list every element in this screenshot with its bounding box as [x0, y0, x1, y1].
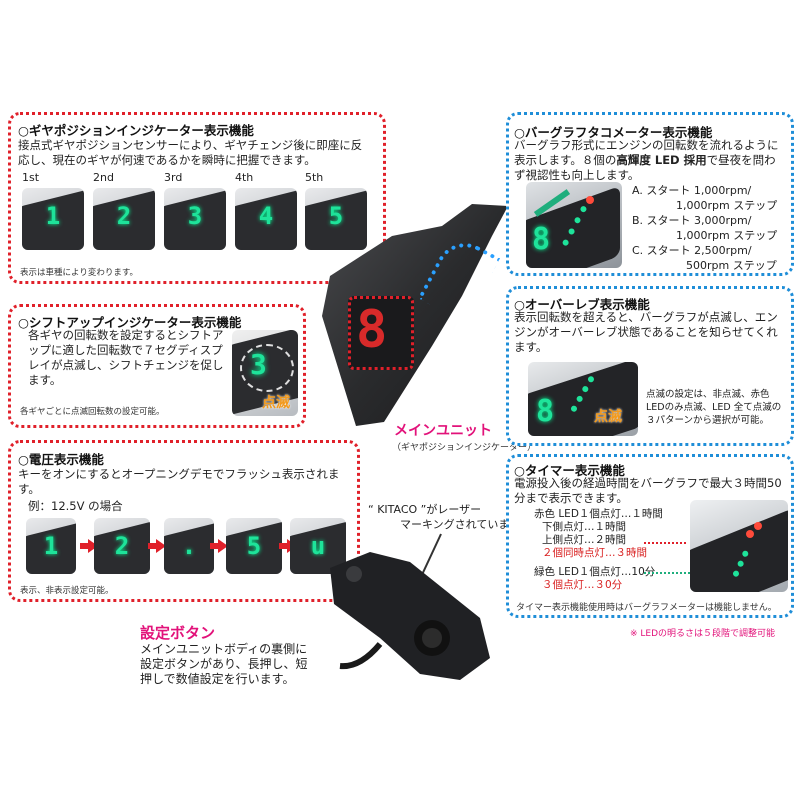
bracket-shape — [330, 552, 490, 680]
volt-arrow-3 — [210, 539, 228, 553]
gear-digit-1: 1 — [45, 202, 61, 230]
over-rev-note: 点滅の設定は、非点滅、赤色LEDのみ点滅、LED 全て点滅の３パターンから選択が… — [646, 389, 782, 426]
gear-digit-5: 5 — [328, 202, 344, 230]
volt-digit-2: 2 — [114, 532, 130, 560]
voltage-example: 例：12.5V の場合 — [28, 499, 123, 513]
volt-thumb-3: . — [164, 518, 214, 574]
gear-thumb-1: 1 — [22, 188, 84, 250]
bar-graph-item-c1: C. スタート 2,500rpm/ — [632, 244, 752, 257]
gear-thumb-5: 5 — [305, 188, 367, 250]
volt-digit-4: 5 — [246, 532, 262, 560]
bar-graph-item-b2: 1,000rpm ステップ — [676, 229, 778, 242]
bar-graph-digit: 8 — [532, 222, 551, 257]
bar-graph-desc-1: バーグラフ形式にエンジンの回転数を流れるように表示します。８個の — [514, 138, 779, 167]
volt-thumb-1: 1 — [26, 518, 76, 574]
shift-up-desc: 各ギヤの回転数を設定するとシフトアップに適した回転数で７セグディスプレイが点滅し… — [28, 328, 224, 387]
setting-button-title: 設定ボタン — [140, 624, 216, 642]
volt-digit-1: 1 — [43, 532, 59, 560]
gear-thumb-4: 4 — [235, 188, 297, 250]
gear-thumb-3: 3 — [164, 188, 226, 250]
laser-text-1: “ KITACO ”がレーザー — [368, 503, 482, 516]
bar-graph-item-c2: 500rpm ステップ — [686, 259, 777, 272]
gear-thumb-2: 2 — [93, 188, 155, 250]
brightness-note: ※ LEDの明るさは５段階で調整可能 — [630, 629, 776, 639]
shift-up-flash-lines — [240, 344, 294, 392]
bar-graph-desc-2: で昼夜を問わず視認性も向上します。 — [514, 153, 776, 182]
timer-red-3: 上側点灯…２時間 — [542, 534, 626, 546]
bar-graph-title: ○バーグラフタコメーター表示機能 — [514, 125, 713, 140]
gear-digit-3: 3 — [187, 202, 203, 230]
gear-note: 表示は車種により変わります。 — [20, 268, 138, 278]
timer-green-1: 緑色 LED１個点灯…10分 — [534, 566, 656, 578]
volt-thumb-4: 5 — [226, 518, 282, 574]
timer-title: ○タイマー表示機能 — [514, 463, 625, 478]
gear-digit-4: 4 — [258, 202, 274, 230]
gear-label-3: 3rd — [164, 171, 183, 184]
bar-graph-image: 8 — [526, 182, 622, 268]
timer-desc: 電源投入後の経過時間をバーグラフで最大３時間50分まで表示できます。 — [514, 476, 782, 505]
over-rev-image: 8 点滅 — [528, 362, 638, 436]
gear-label-5: 5th — [305, 171, 324, 184]
gear-digit-2: 2 — [116, 202, 132, 230]
gear-position-desc: 接点式ギヤポジションセンサーにより、ギヤチェンジ後に即座に反応し、現在のギヤが何… — [18, 138, 363, 167]
gear-position-title: ○ギヤポジションインジケーター表示機能 — [18, 123, 254, 138]
bar-graph-item-a2: 1,000rpm ステップ — [676, 199, 778, 212]
voltage-note: 表示、非表示設定可能。 — [20, 586, 114, 596]
timer-note: タイマー表示機能使用時はバーグラフメーターは機能しません。 — [516, 603, 777, 613]
bracket-photo — [320, 548, 500, 684]
over-rev-desc: 表示回転数を超えると、バーグラフが点滅し、エンジンがオーバーレブ状態であることを… — [514, 310, 778, 354]
shift-up-title: ○シフトアップインジケーター表示機能 — [18, 315, 242, 330]
voltage-title: ○電圧表示機能 — [18, 452, 104, 467]
shift-up-flash-label: 点滅 — [262, 395, 290, 411]
volt-arrow-1 — [80, 539, 98, 553]
setting-button-desc: メインユニットボディの裏側に設定ボタンがあり、長押し、短押しで数値設定を行います… — [140, 642, 308, 686]
bar-graph-item-b1: B. スタート 3,000rpm/ — [632, 214, 752, 227]
volt-thumb-5: u — [290, 518, 346, 574]
timer-red-leader — [644, 542, 686, 544]
shift-up-image: 3 点滅 — [232, 330, 298, 416]
timer-red-leds — [754, 522, 762, 530]
laser-text-2: マーキングされています — [400, 518, 521, 531]
bar-graph-red-led — [586, 196, 594, 204]
bar-graph-item-a1: A. スタート 1,000rpm/ — [632, 184, 752, 197]
over-rev-flash-label: 点滅 — [594, 409, 622, 425]
main-unit-body: 8 — [322, 196, 518, 426]
main-unit-display — [348, 296, 414, 370]
main-unit-subtitle: （ギヤポジションインジケーター） — [392, 443, 537, 453]
over-rev-title: ○オーバーレブ表示機能 — [514, 297, 650, 312]
gear-label-2: 2nd — [93, 171, 114, 184]
gear-label-4: 4th — [235, 171, 254, 184]
main-unit-digit: 8 — [356, 300, 388, 360]
over-rev-digit: 8 — [536, 394, 555, 429]
bar-graph-desc: バーグラフ形式にエンジンの回転数を流れるように表示します。８個の高輝度 LED … — [514, 138, 784, 183]
timer-image — [690, 500, 788, 592]
voltage-desc: キーをオンにするとオープニングデモでフラッシュ表示されます。 — [18, 467, 340, 496]
volt-arrow-2 — [148, 539, 166, 553]
timer-red-1: 赤色 LED１個点灯…１時間 — [534, 508, 663, 520]
volt-digit-3: . — [181, 532, 197, 560]
timer-red-2: 下側点灯…１時間 — [542, 521, 626, 533]
timer-green-leader — [644, 572, 694, 574]
main-unit-title: メインユニット — [394, 423, 492, 439]
gear-label-1: 1st — [22, 171, 40, 184]
volt-digit-5: u — [310, 532, 326, 560]
main-unit-shape — [322, 204, 508, 426]
shift-up-note: 各ギヤごとに点滅回転数の設定可能。 — [20, 407, 165, 417]
volt-thumb-2: 2 — [94, 518, 150, 574]
timer-green-2: ３個点灯…３0分 — [542, 579, 623, 591]
timer-red-4: ２個同時点灯…３時間 — [542, 547, 647, 559]
bar-graph-desc-bold: 高輝度 LED 採用 — [616, 153, 707, 167]
